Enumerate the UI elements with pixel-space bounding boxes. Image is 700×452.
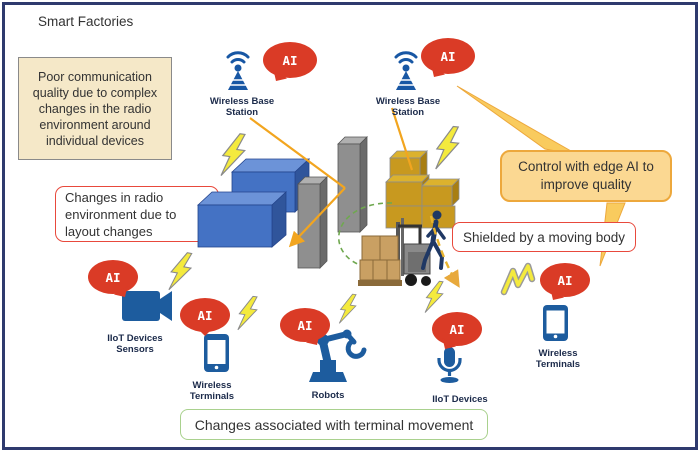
callout-problem: Poor communication quality due to comple… [18,57,172,160]
lightning-bolt [338,293,357,324]
blue-obstacle-box-front [196,191,288,248]
label-iiot-sensors: IIoT Devices Sensors [107,333,163,356]
ai-bubble-terminals-1: AI [180,298,230,336]
smartphone-icon [204,334,229,372]
ai-bubble-iiot-devices: AI [432,312,482,346]
label-terminals-2: Wireless Terminals [535,348,581,371]
lightning-bolt [424,280,444,313]
ai-bubble-iiot-sensors: AI [88,260,138,294]
ai-bubble-robots: AI [280,308,330,342]
lightning-bolt [435,125,460,170]
lightning-bolt [168,252,193,291]
label-base-station-2: Wireless Base Station [375,96,441,119]
base-station-icon [394,51,418,90]
zigzag-signal [500,262,536,296]
label-base-station-1: Wireless Base Station [209,96,275,119]
diagram-title: Smart Factories [38,14,134,29]
smartphone-icon [543,305,568,341]
label-robots: Robots [311,390,345,401]
signal-rays [249,107,414,248]
ai-bubble-terminals-2: AI [540,263,590,297]
lightning-bolts [168,125,460,331]
label-iiot-devices: IIoT Devices [432,394,488,405]
lightning-bolt [220,133,246,176]
lightning-bolt [237,295,258,331]
forklift [358,218,431,286]
label-terminals-1: Wireless Terminals [189,380,235,403]
cargo-boxes [385,150,460,229]
movement-path-dashed [337,202,393,269]
ai-bubble-base-station-2: AI [421,38,475,74]
callout-edge-ai: Control with edge AI to improve quality [500,150,672,202]
callout-shielded: Shielded by a moving body [452,222,636,252]
base-station-icon [226,51,250,90]
blocked-signal-arrow [429,215,460,288]
ai-bubble-base-station-1: AI [263,42,317,78]
gray-pillar-tall [337,136,368,233]
callout-layout-changes: Changes in radio environment due to layo… [55,186,219,242]
callout-terminal-movement: Changes associated with terminal movemen… [180,409,488,440]
